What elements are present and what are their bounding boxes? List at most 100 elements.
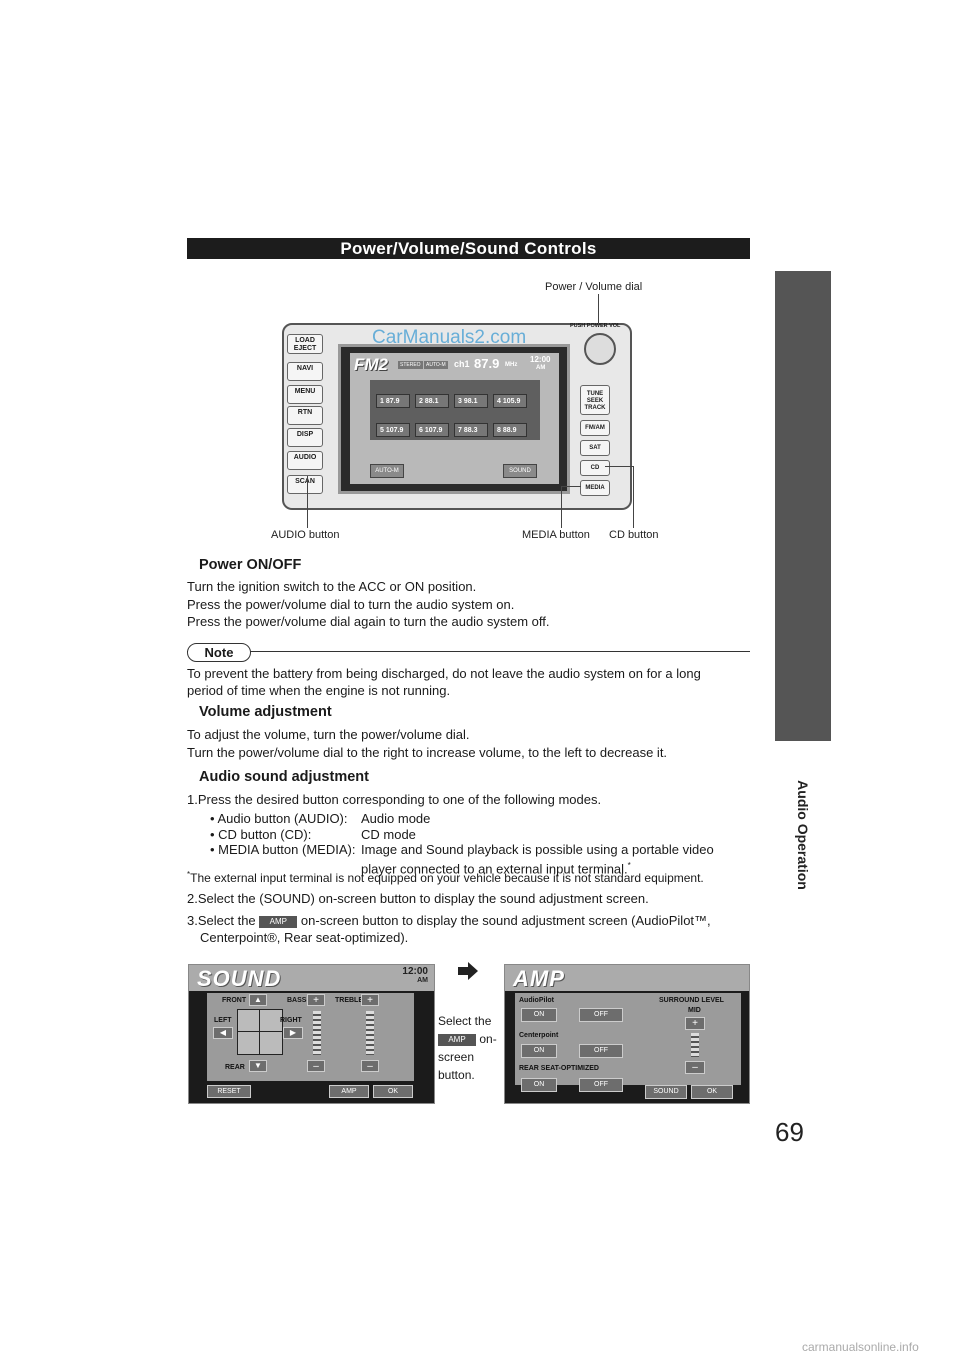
step-2: 2.Select the (SOUND) on-screen button to… (187, 891, 649, 906)
amp-title: AMP (513, 966, 565, 991)
bass-level (313, 1011, 321, 1055)
callout-power-volume: Power / Volume dial (545, 281, 643, 293)
surround-level-label: SURROUND LEVEL (659, 997, 724, 1004)
treble-level (366, 1011, 374, 1055)
display-screen: FM2 STEREO AUTO-M ch1 87.9 MHz 12:00 AM … (338, 344, 570, 494)
sound-title: SOUND (197, 966, 282, 991)
step-1: 1.Press the desired button corresponding… (187, 792, 602, 807)
chapter-tab (775, 271, 831, 741)
preset-button-3[interactable]: 3 98.1 (454, 394, 488, 408)
leader-line (633, 466, 634, 528)
load-eject-button[interactable]: LOAD EJECT (287, 334, 323, 354)
cd-button[interactable]: CD (580, 460, 610, 476)
centerpoint-off-button[interactable]: OFF (579, 1044, 623, 1058)
fm-am-button[interactable]: FM/AM (580, 420, 610, 436)
power-volume-dial[interactable] (584, 333, 616, 365)
preset-button-1[interactable]: 1 87.9 (376, 394, 410, 408)
leader-line (561, 486, 581, 487)
preset-button-4[interactable]: 4 105.9 (493, 394, 527, 408)
sound-button[interactable]: SOUND (645, 1085, 687, 1099)
centerpoint-on-button[interactable]: ON (521, 1044, 557, 1058)
media-button[interactable]: MEDIA (580, 480, 610, 496)
rear-label: REAR (225, 1064, 245, 1071)
band-label: FM2 (354, 355, 388, 374)
screen-content: FM2 STEREO AUTO-M ch1 87.9 MHz 12:00 AM … (350, 353, 559, 484)
amp-screen: AMP AudioPilot ON OFF Centerpoint ON OFF… (504, 964, 750, 1104)
treble-plus-button[interactable]: + (361, 994, 379, 1006)
audio-button[interactable]: AUDIO (287, 451, 323, 470)
amp-inline-button: AMP (259, 915, 298, 928)
amp-button[interactable]: AMP (329, 1085, 369, 1098)
treble-label: TREBLE (335, 997, 363, 1004)
bass-minus-button[interactable]: – (307, 1060, 325, 1072)
navi-button[interactable]: NAVI (287, 362, 323, 381)
heading-sound: Audio sound adjustment (199, 769, 369, 785)
disp-button[interactable]: DISP (287, 428, 323, 447)
power-text: Turn the ignition switch to the ACC or O… (187, 579, 550, 629)
volume-text: To adjust the volume, turn the power/vol… (187, 727, 668, 760)
list-item: • CD button (CD):CD mode (210, 826, 416, 842)
clock-time: 12:00 (530, 355, 551, 364)
surround-minus-button[interactable]: – (685, 1061, 705, 1074)
tune-seek-track-button[interactable]: TUNE SEEK TRACK (580, 385, 610, 415)
footnote: *The external input terminal is not equi… (187, 870, 704, 885)
list-item: • Audio button (AUDIO):Audio mode (210, 811, 431, 826)
audiopilot-on-button[interactable]: ON (521, 1008, 557, 1022)
scan-button[interactable]: SCAN (287, 475, 323, 494)
list-item: • MEDIA button (MEDIA):Image and Sound p… (210, 842, 714, 857)
preset-button-5[interactable]: 5 107.9 (376, 423, 410, 437)
reset-button[interactable]: RESET (207, 1085, 251, 1098)
step-3: 3.Select the AMP on-screen button to dis… (187, 913, 711, 945)
bass-plus-button[interactable]: + (307, 994, 325, 1006)
bass-label: BASS (287, 997, 307, 1004)
preset-button-6[interactable]: 6 107.9 (415, 423, 449, 437)
amp-header: AMP (505, 965, 749, 991)
ok-button[interactable]: OK (373, 1085, 413, 1098)
channel-label: ch1 (454, 359, 470, 369)
balance-grid (237, 1009, 283, 1055)
rear-seat-on-button[interactable]: ON (521, 1078, 557, 1092)
ok-button[interactable]: OK (691, 1085, 733, 1099)
surround-plus-button[interactable]: + (685, 1017, 705, 1030)
callout-media-button: MEDIA button (522, 529, 590, 541)
right-button[interactable]: ▶ (283, 1027, 303, 1039)
surround-level-value: MID (688, 1007, 701, 1014)
note-label: Note (187, 643, 251, 662)
front-label: FRONT (222, 997, 247, 1004)
sat-button[interactable]: SAT (580, 440, 610, 456)
frequency-unit: MHz (505, 362, 518, 368)
preset-button-2[interactable]: 2 88.1 (415, 394, 449, 408)
right-label: RIGHT (280, 1017, 302, 1024)
treble-minus-button[interactable]: – (361, 1060, 379, 1072)
audiopilot-off-button[interactable]: OFF (579, 1008, 623, 1022)
auto-m-tag: AUTO-M (424, 361, 448, 369)
left-label: LEFT (214, 1017, 232, 1024)
front-button[interactable]: ▲ (249, 994, 267, 1006)
centerpoint-label: Centerpoint (519, 1032, 559, 1039)
surround-level-bar (691, 1033, 699, 1057)
mode-list: • Audio button (AUDIO):Audio mode • CD b… (210, 811, 714, 876)
preset-button-7[interactable]: 7 88.3 (454, 423, 488, 437)
note-text: To prevent the battery from being discha… (187, 666, 701, 698)
watermark-logo: CarManuals2.com (372, 327, 527, 348)
rear-seat-off-button[interactable]: OFF (579, 1078, 623, 1092)
callout-cd-button: CD button (609, 529, 659, 541)
rear-button[interactable]: ▼ (249, 1060, 267, 1072)
preset-button-8[interactable]: 8 88.9 (493, 423, 527, 437)
left-button[interactable]: ◀ (213, 1027, 233, 1039)
footer-watermark: carmanualsonline.info (802, 1340, 919, 1354)
section-title: Power/Volume/Sound Controls (187, 238, 750, 259)
page-number: 69 (775, 1117, 804, 1147)
clock-ampm: AM (536, 365, 546, 371)
callout-audio-button: AUDIO button (271, 529, 340, 541)
auto-m-softkey[interactable]: AUTO-M (370, 464, 404, 478)
audiopilot-label: AudioPilot (519, 997, 554, 1004)
menu-button[interactable]: MENU (287, 385, 323, 404)
dial-label: PUSH POWER VOL (570, 323, 621, 329)
sound-softkey[interactable]: SOUND (503, 464, 537, 478)
leader-line (598, 294, 599, 334)
list-item: player connected to an external input te… (361, 860, 631, 876)
rtn-button[interactable]: RTN (287, 406, 323, 425)
